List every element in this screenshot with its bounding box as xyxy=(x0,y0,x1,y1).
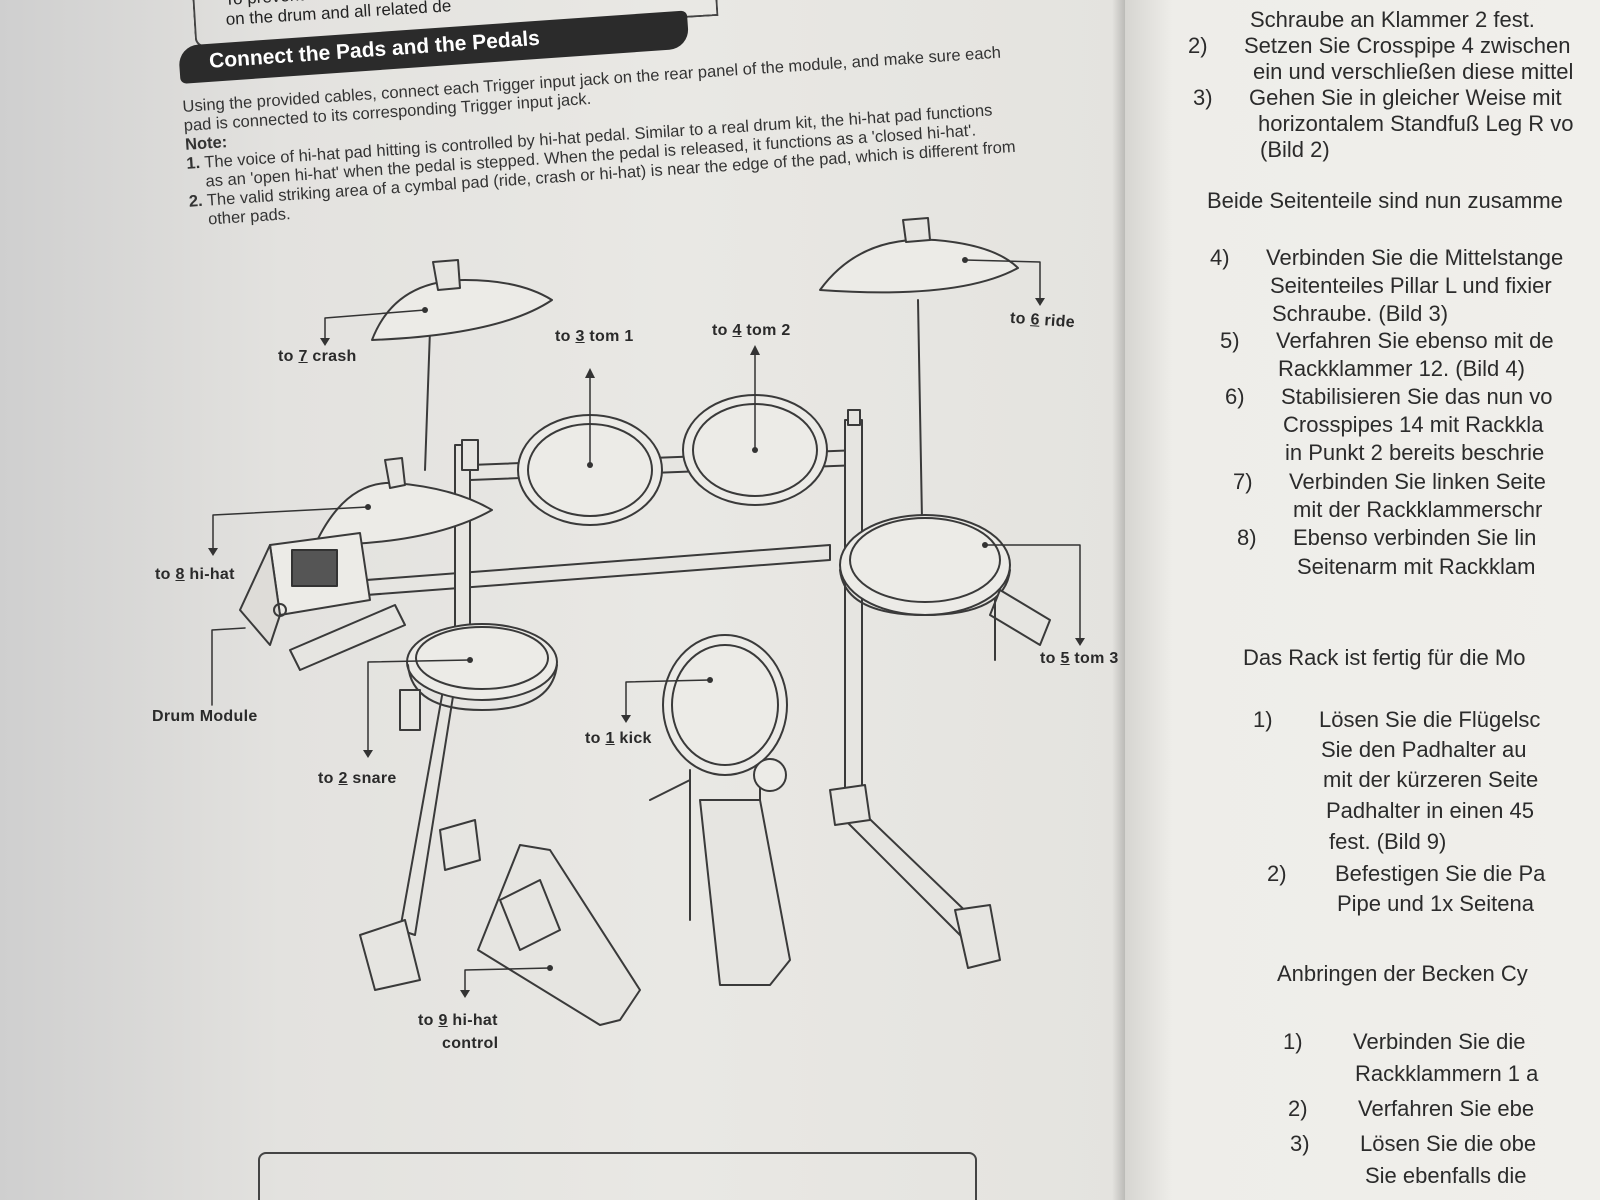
rack-foot-left xyxy=(359,919,421,991)
text-line: Sie den Padhalter au xyxy=(1321,737,1527,762)
bottom-box xyxy=(258,1152,977,1200)
list-item: 3)Gehen Sie in gleicher Weise mit xyxy=(1193,85,1562,110)
label-tom2: to 4 tom 2 xyxy=(712,322,791,339)
label-hihat-control: to 9 hi-hat xyxy=(418,1012,498,1029)
list-item: 7)Verbinden Sie linken Seite xyxy=(1233,469,1546,494)
list-item: 1)Verbinden Sie die xyxy=(1283,1029,1526,1054)
ride-cymbal xyxy=(819,238,1019,294)
text-line: (Bild 2) xyxy=(1260,137,1330,162)
text-line: Seitenarm mit Rackklam xyxy=(1297,554,1536,579)
text-line: Schraube an Klammer 2 fest. xyxy=(1250,7,1535,32)
rack-foot-right xyxy=(954,904,1001,969)
text-line: Beide Seitenteile sind nun zusamme xyxy=(1207,188,1563,213)
label-hihat-control-2: control xyxy=(442,1035,499,1052)
text-line: fest. (Bild 9) xyxy=(1329,829,1447,854)
crash-cymbal xyxy=(371,279,553,341)
rack-pillar-left xyxy=(454,444,471,641)
hihat-cymbal xyxy=(314,481,493,546)
rack-pillar-right xyxy=(844,419,863,801)
list-item: 2)Befestigen Sie die Pa xyxy=(1267,861,1546,886)
list-item: 6)Stabilisieren Sie das nun vo xyxy=(1225,384,1553,409)
kick-pedal xyxy=(699,799,791,986)
hihat-clamp xyxy=(384,457,406,489)
kick-pad xyxy=(662,634,788,776)
text-line: Rackklammern 1 a xyxy=(1355,1061,1539,1086)
text-line: Padhalter in einen 45 xyxy=(1326,798,1534,823)
list-item: 5)Verfahren Sie ebenso mit de xyxy=(1220,328,1554,353)
right-page: Schraube an Klammer 2 fest. 2)Setzen Sie… xyxy=(1125,0,1600,1200)
tom3-pad xyxy=(839,514,1011,616)
subheading: Das Rack ist fertig für die Mo xyxy=(1243,645,1526,670)
text-line: in Punkt 2 bereits beschrie xyxy=(1285,440,1545,465)
ride-clamp xyxy=(902,217,931,243)
list-item: 4)Verbinden Sie die Mittelstange xyxy=(1210,245,1564,270)
text-line: mit der kürzeren Seite xyxy=(1323,767,1539,792)
list-item: 2)Setzen Sie Crosspipe 4 zwischen xyxy=(1188,33,1571,58)
rack-brace-left xyxy=(439,819,481,871)
label-tom1: to 3 tom 1 xyxy=(555,328,634,345)
list-item: 8)Ebenso verbinden Sie lin xyxy=(1237,525,1537,550)
text-line: Pipe und 1x Seitena xyxy=(1337,891,1534,916)
text-line: mit der Rackklammerschr xyxy=(1293,497,1543,522)
text-line: Crosspipes 14 mit Rackkla xyxy=(1283,412,1544,437)
list-item: 1)Lösen Sie die Flügelsc xyxy=(1253,707,1541,732)
label-tom3: to 5 tom 3 xyxy=(1040,650,1119,667)
list-item: 3)Lösen Sie die obe xyxy=(1290,1131,1537,1156)
label-kick: to 1 kick xyxy=(585,730,652,747)
drum-kit-diagram xyxy=(208,217,1085,1026)
label-snare: to 2 snare xyxy=(318,770,397,787)
text-line: horizontalem Standfuß Leg R vo xyxy=(1258,111,1574,136)
snare-pad xyxy=(406,623,558,701)
text-line: Rackklammer 12. (Bild 4) xyxy=(1278,356,1525,381)
text-line: Seitenteiles Pillar L und fixier xyxy=(1270,273,1552,298)
label-hihat: to 8 hi-hat xyxy=(155,566,235,583)
subheading: Anbringen der Becken Cy xyxy=(1277,961,1528,986)
rack-pillar-right-top xyxy=(847,409,861,426)
text-line: Schraube. (Bild 3) xyxy=(1272,301,1449,326)
list-item: 2)Verfahren Sie ebe xyxy=(1288,1096,1535,1121)
crash-stand xyxy=(424,329,431,471)
left-page: To prevent electric on the drum and all … xyxy=(0,0,1125,1200)
text-line: Sie ebenfalls die xyxy=(1365,1163,1527,1188)
rack-bar xyxy=(299,544,831,601)
label-drum-module: Drum Module xyxy=(152,708,258,725)
label-crash: to 7 crash xyxy=(278,348,357,365)
crash-clamp xyxy=(432,259,461,291)
ride-stand xyxy=(917,299,923,521)
rack-foot-right2 xyxy=(829,784,871,826)
hihat-pedal xyxy=(477,844,641,1026)
text-line: ein und verschließen diese mittel xyxy=(1253,59,1574,84)
rack-pillar-left-tall xyxy=(461,439,479,471)
